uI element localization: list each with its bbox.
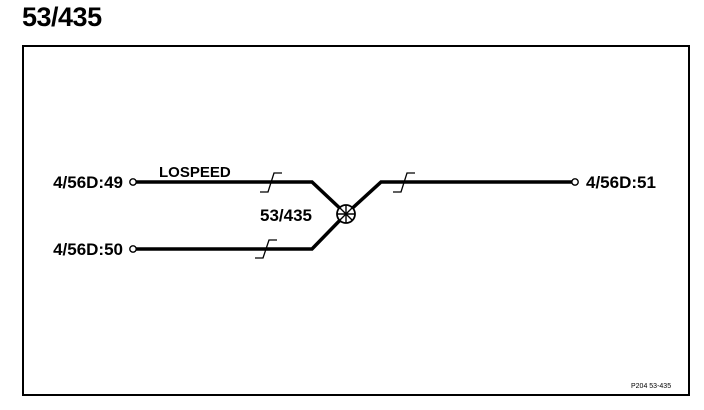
reference-label: P204 53-435 [631,383,671,390]
connector-label-left-top: 4/56D:49 [53,173,123,192]
wire-top-left [136,180,348,216]
splice-icon [336,204,356,224]
page-title: 53/435 [22,2,102,32]
wire-right [344,180,572,216]
terminal-left-bottom [129,245,137,253]
diagram-frame: 4/56D:49 4/56D:50 4/56D:51 LOSPEED 53/43… [22,45,690,396]
wire-label-lospeed: LOSPEED [159,164,231,181]
break-mark-right [393,172,415,193]
connector-label-right: 4/56D:51 [586,173,656,192]
connector-label-left-bottom: 4/56D:50 [53,240,123,259]
splice-label: 53/435 [260,206,312,225]
break-mark-bottom-left [255,239,277,259]
frame-border [22,45,690,396]
terminal-left-top [129,178,137,186]
wire-bottom-left [136,212,348,251]
break-mark-top-left [260,172,282,193]
terminal-right [571,178,579,186]
